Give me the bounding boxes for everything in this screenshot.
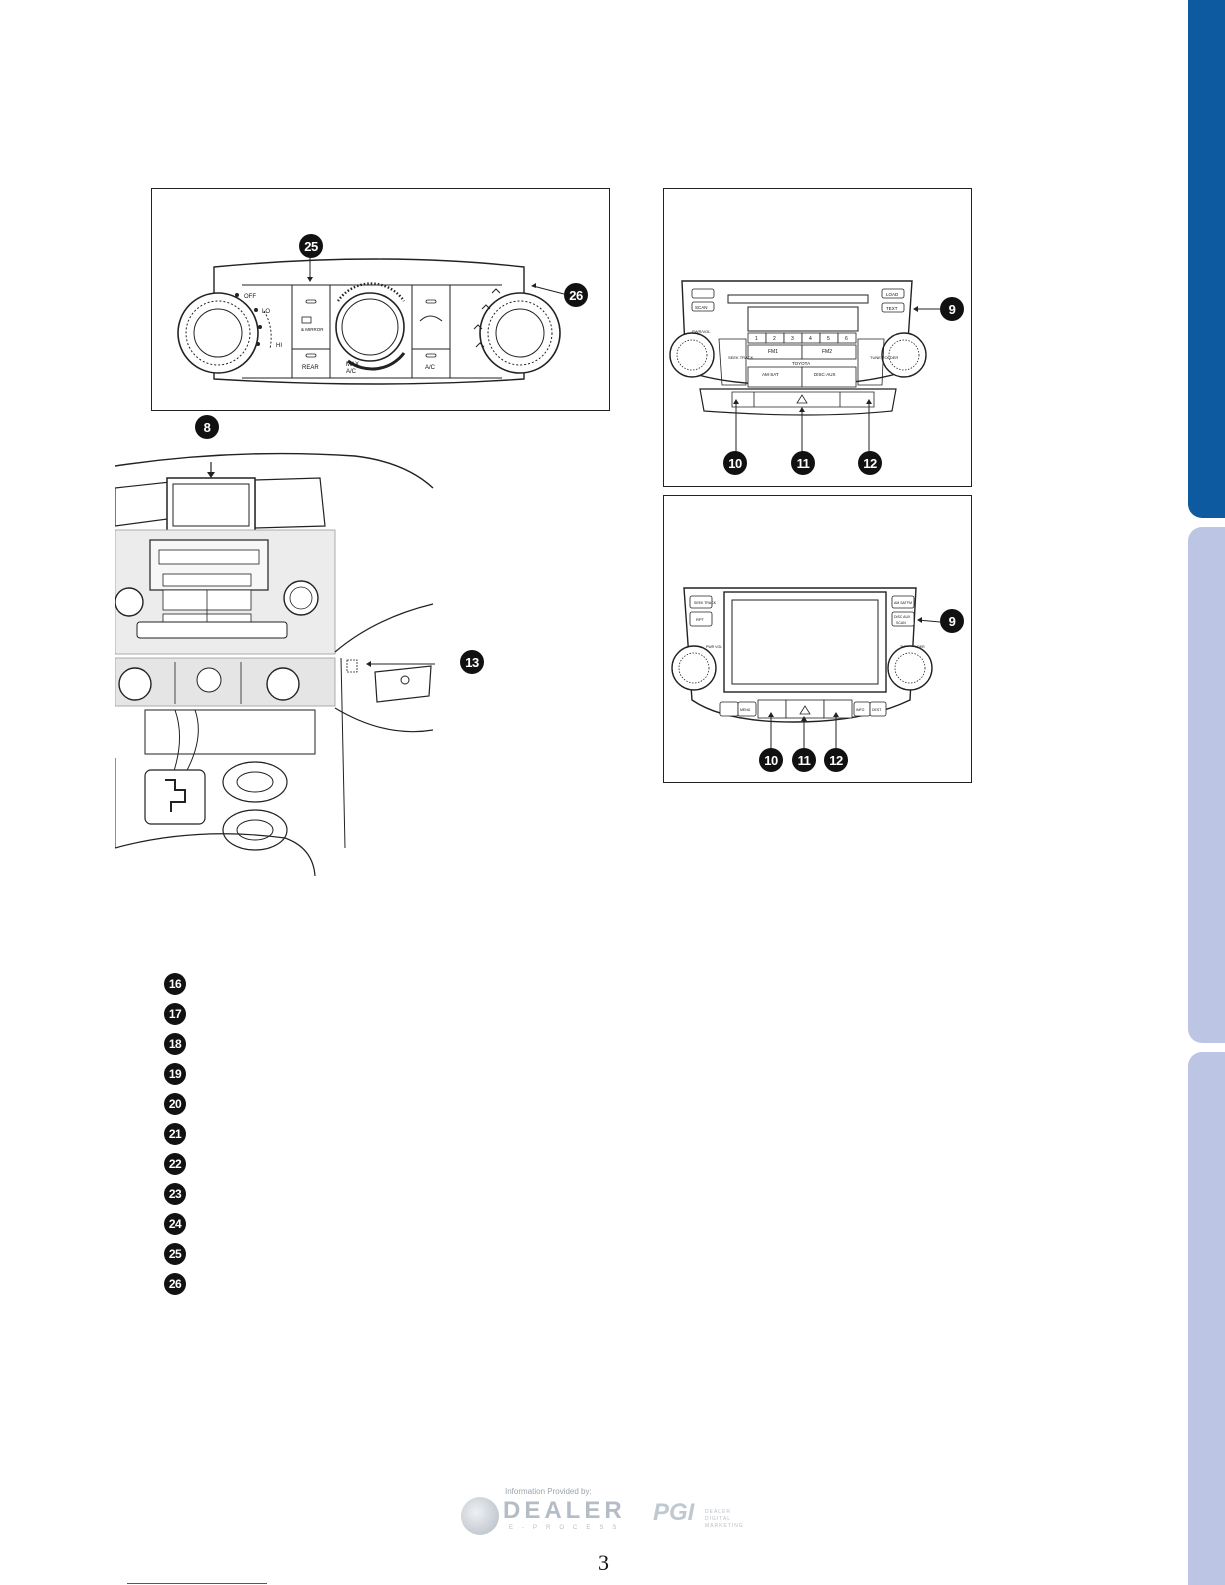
nav-seek-label: SEEK TRACK [694, 601, 717, 605]
legend-number: 23 [164, 1183, 186, 1205]
section-tab-3[interactable] [1188, 1052, 1225, 1585]
callout-9-nav: 9 [940, 609, 964, 633]
climate-mirror-label: & MIRROR [301, 327, 324, 332]
callout-10-nav: 10 [759, 748, 783, 772]
nav-fm-label: FM [907, 601, 912, 605]
dashboard-drawing [115, 452, 435, 877]
callout-26: 26 [564, 283, 588, 307]
callout-11-audio: 11 [791, 451, 815, 475]
legend-item: 16 [164, 969, 186, 999]
navigation-system-illustration: SEEK TRACK RPT AM SAT FM DISC AUX SCAN M… [671, 587, 941, 748]
callout-25: 25 [299, 234, 323, 258]
callout-13: 13 [460, 650, 484, 674]
pgi-sub-line: DIGITAL [705, 1516, 732, 1522]
audio-system-figure: 1 2 3 4 5 6 FM1 FM2 TOYOTA AM·SAT DISC·A… [663, 188, 972, 487]
callout-8: 8 [195, 415, 219, 439]
climate-hi-label: HI [276, 343, 282, 349]
legend-item: 23 [164, 1179, 186, 1209]
legend-number: 17 [164, 1003, 186, 1025]
callout-9-audio: 9 [940, 297, 964, 321]
preset-3: 3 [791, 336, 794, 342]
legend-number: 26 [164, 1273, 186, 1295]
climate-control-figure: OFF LO HI & MIRROR REAR MAX A/C A/C 25 2… [151, 188, 610, 411]
climate-max-label: MAX [346, 362, 359, 368]
footer-logos: Information Provided by: DEALER E-PROCES… [455, 1487, 765, 1547]
legend-item: 25 [164, 1239, 186, 1269]
nav-rpt-label: RPT [696, 617, 705, 622]
nav-disc-label: DISC AUX [894, 615, 911, 619]
scan-label: SCAN [695, 305, 708, 310]
legend-item: 26 [164, 1269, 186, 1299]
fm2-label: FM2 [822, 349, 832, 355]
legend-number: 25 [164, 1243, 186, 1265]
dealer-globe-icon [461, 1497, 499, 1535]
legend-list: 16 17 18 19 20 21 22 23 24 25 26 [164, 969, 186, 1299]
pgi-sub-line: DEALER [705, 1509, 732, 1515]
legend-number: 19 [164, 1063, 186, 1085]
preset-4: 4 [809, 336, 812, 342]
legend-number: 20 [164, 1093, 186, 1115]
nav-pwr-label: PWR VOL [706, 645, 722, 649]
preset-1: 1 [755, 336, 758, 342]
nav-info-label: INFO [856, 708, 865, 712]
audio-system-illustration: 1 2 3 4 5 6 FM1 FM2 TOYOTA AM·SAT DISC·A… [669, 280, 940, 455]
legend-item: 21 [164, 1119, 186, 1149]
legend-number: 18 [164, 1033, 186, 1055]
am-sat-label: AM·SAT [762, 372, 779, 377]
dashboard-illustration: 8 13 [115, 415, 484, 878]
pwr-vol-label: PWR/VOL [692, 329, 711, 334]
climate-max-ac-label: A/C [346, 369, 357, 375]
climate-rear-label: REAR [302, 365, 319, 371]
pgi-logo: PGI [653, 1499, 695, 1526]
section-tab-active[interactable] [1188, 0, 1225, 518]
eprocess-text: E-PROCESS [509, 1525, 626, 1531]
legend-item: 24 [164, 1209, 186, 1239]
callout-11-nav: 11 [792, 748, 816, 772]
footer-link-underline[interactable] [127, 1583, 267, 1584]
fm1-label: FM1 [768, 349, 778, 355]
callout-12-audio: 12 [858, 451, 882, 475]
nav-scan-label: SCAN [896, 621, 906, 625]
preset-6: 6 [845, 336, 848, 342]
climate-off-label: OFF [244, 294, 256, 300]
tune-folder-label: TUNE FOLDER [870, 355, 898, 360]
legend-item: 22 [164, 1149, 186, 1179]
climate-ac-label: A/C [425, 365, 436, 371]
seek-track-label: SEEK TRACK [728, 355, 754, 360]
dealer-eprocess-logo: DEALER [503, 1497, 626, 1524]
climate-control-illustration: OFF LO HI & MIRROR REAR MAX A/C A/C [177, 257, 565, 385]
disc-aux-label: DISC·AUX [814, 372, 836, 377]
preset-2: 2 [773, 336, 776, 342]
legend-number: 22 [164, 1153, 186, 1175]
preset-5: 5 [827, 336, 830, 342]
callout-10-audio: 10 [723, 451, 747, 475]
footer-info-text: Information Provided by: [505, 1487, 592, 1496]
legend-item: 18 [164, 1029, 186, 1059]
legend-number: 21 [164, 1123, 186, 1145]
legend-item: 19 [164, 1059, 186, 1089]
pgi-subtitle: DEALER DIGITAL MARKETING [705, 1509, 744, 1530]
nav-dest-label: DEST [872, 708, 882, 712]
callout-12-nav: 12 [824, 748, 848, 772]
legend-item: 17 [164, 999, 186, 1029]
climate-lo-label: LO [262, 309, 270, 315]
legend-item: 20 [164, 1089, 186, 1119]
nav-am-label: AM SAT [894, 601, 908, 605]
navigation-system-figure: SEEK TRACK RPT AM SAT FM DISC AUX SCAN M… [663, 495, 972, 783]
toyota-label: TOYOTA [792, 361, 810, 366]
legend-number: 16 [164, 973, 186, 995]
section-tab-2[interactable] [1188, 527, 1225, 1043]
nav-menu-label: MENU [740, 708, 751, 712]
legend-number: 24 [164, 1213, 186, 1235]
text-label: TEXT [886, 306, 898, 311]
load-label: LOAD [886, 292, 899, 297]
pgi-sub-line: MARKETING [705, 1523, 744, 1529]
page-number: 3 [598, 1550, 609, 1575]
